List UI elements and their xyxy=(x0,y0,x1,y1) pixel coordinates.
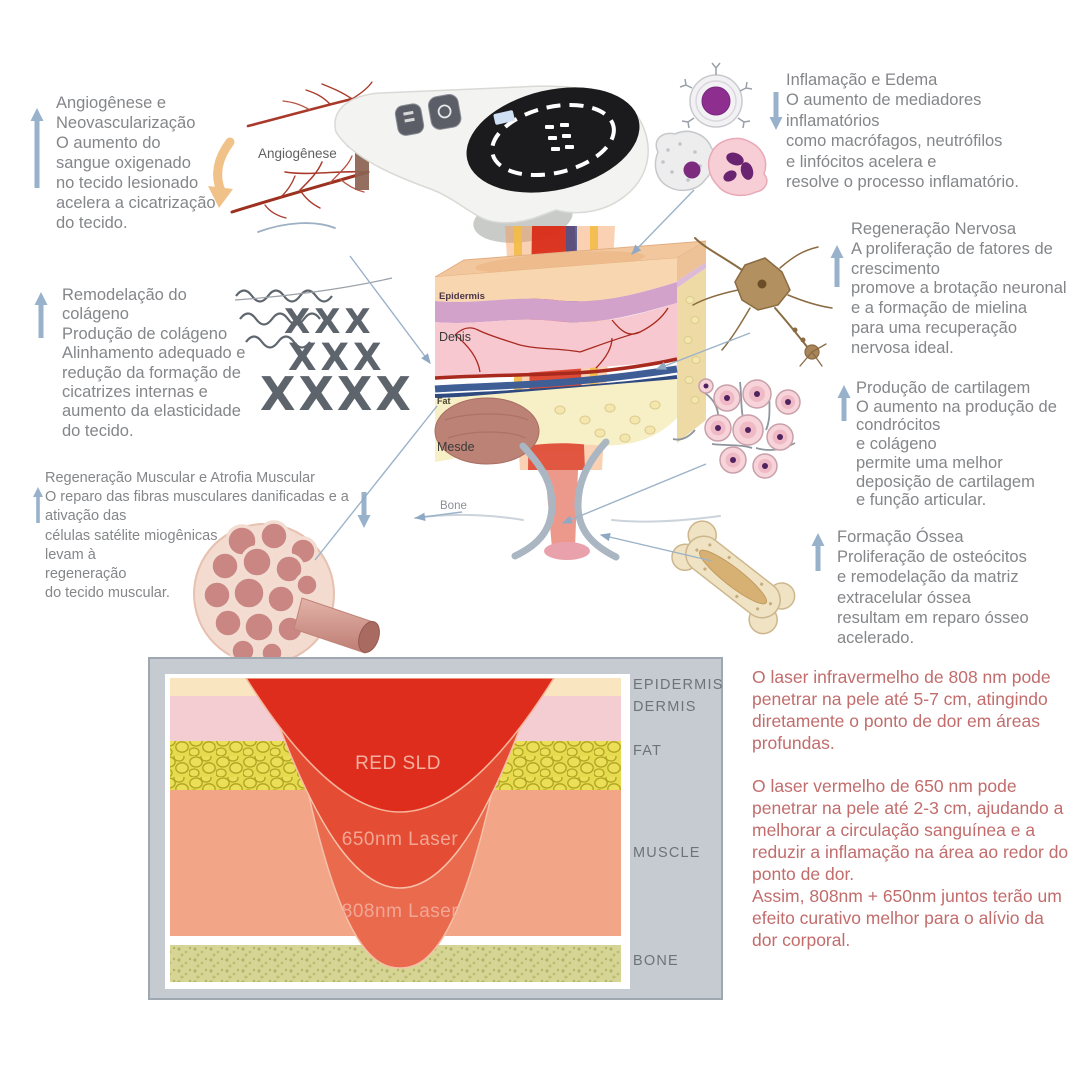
label-angiogenese: Angiogênese xyxy=(258,146,337,161)
chondrocyte-cells xyxy=(698,378,801,479)
device-buttons xyxy=(394,93,462,136)
beam-label-650nm: 650nm Laser xyxy=(341,829,459,850)
text-block-ossea: Formação Óssea Proliferação de osteócito… xyxy=(837,528,1029,648)
neutrophil-cell xyxy=(707,137,768,197)
mode-icon xyxy=(403,110,414,116)
skin-cross-section xyxy=(414,240,721,561)
up-arrow-nervosa xyxy=(830,245,844,287)
device-lcd-segment xyxy=(493,110,515,125)
device-led-ring xyxy=(490,102,616,178)
label-bone: Bone xyxy=(440,500,467,512)
beam-label-red-sld: RED SLD xyxy=(355,753,441,774)
fat-cells-texture xyxy=(554,296,701,443)
text-block-colageno: Remodelação do colágeno Produção de colá… xyxy=(62,286,246,440)
immune-cells-illustration xyxy=(654,62,768,197)
text-block-cartilagem: Produção de cartilagem O aumento na prod… xyxy=(856,379,1057,510)
text-block-muscular: Regeneração Muscular e Atrofia Muscular … xyxy=(45,470,349,602)
lymphocyte-cell xyxy=(679,62,753,129)
orange-cycle-arrow xyxy=(208,137,235,208)
text-block-nervosa: Regeneração Nervosa A proliferação de fa… xyxy=(851,220,1067,357)
down-arrow-inflamacao xyxy=(769,92,783,130)
collagen-x-row3: XXXX xyxy=(260,367,414,421)
bone-illustration xyxy=(671,520,796,635)
collagen-x-row1: XXX xyxy=(284,302,375,342)
up-arrow-muscular xyxy=(33,487,43,523)
text-block-inflamacao: Inflamação e Edema O aumento de mediador… xyxy=(786,71,1019,192)
panel-label-bone: BONE xyxy=(633,953,679,969)
connector-lines xyxy=(314,189,751,562)
muscle-layer-oval xyxy=(434,397,540,465)
panel-label-dermis: DERMIS xyxy=(633,699,697,715)
footnote-808nm: O laser infravermelho de 808 nm pode pen… xyxy=(752,667,1051,753)
up-arrow-cartilagem xyxy=(837,385,851,421)
panel-label-epidermis: EPIDERMIS xyxy=(633,677,724,693)
penetration-beams xyxy=(245,678,555,969)
collagen-illustration xyxy=(234,277,393,349)
label-muscle: Mesde xyxy=(437,440,475,454)
beam-label-808nm: 808nm Laser xyxy=(341,901,459,922)
collagen-crosshatch: XXX XXX XXXX xyxy=(260,302,414,421)
up-arrow-angiogenese xyxy=(30,108,44,188)
footnote-combined: Assim, 808nm + 650nm juntos terão um efe… xyxy=(752,886,1062,950)
neuron-illustration xyxy=(692,237,833,367)
down-arrow-muscle xyxy=(357,492,371,528)
up-arrow-ossea xyxy=(811,533,825,571)
footnote-650nm: O laser vermelho de 650 nm pode penetrar… xyxy=(752,776,1069,884)
text-block-angiogenese: Angiogênese e Neovascularização O aument… xyxy=(56,94,216,232)
beam-red-sld xyxy=(245,678,555,813)
laser-device xyxy=(334,85,649,243)
indicator-arrows xyxy=(30,92,851,571)
panel-label-muscle: MUSCLE xyxy=(633,845,701,861)
blood-vessels-illustration xyxy=(230,81,373,233)
cartilage-illustration xyxy=(672,378,801,479)
collagen-x-row2: XXX xyxy=(288,336,386,379)
up-arrow-colageno xyxy=(34,292,48,338)
label-dermis: Denis xyxy=(439,330,471,344)
power-icon xyxy=(437,104,452,119)
label-fat: Fat xyxy=(437,396,451,406)
panel-label-fat: FAT xyxy=(633,743,663,759)
dermis-capillaries xyxy=(454,307,669,373)
device-led-dots xyxy=(545,123,574,151)
label-epidermis: Epidermis xyxy=(439,291,485,302)
